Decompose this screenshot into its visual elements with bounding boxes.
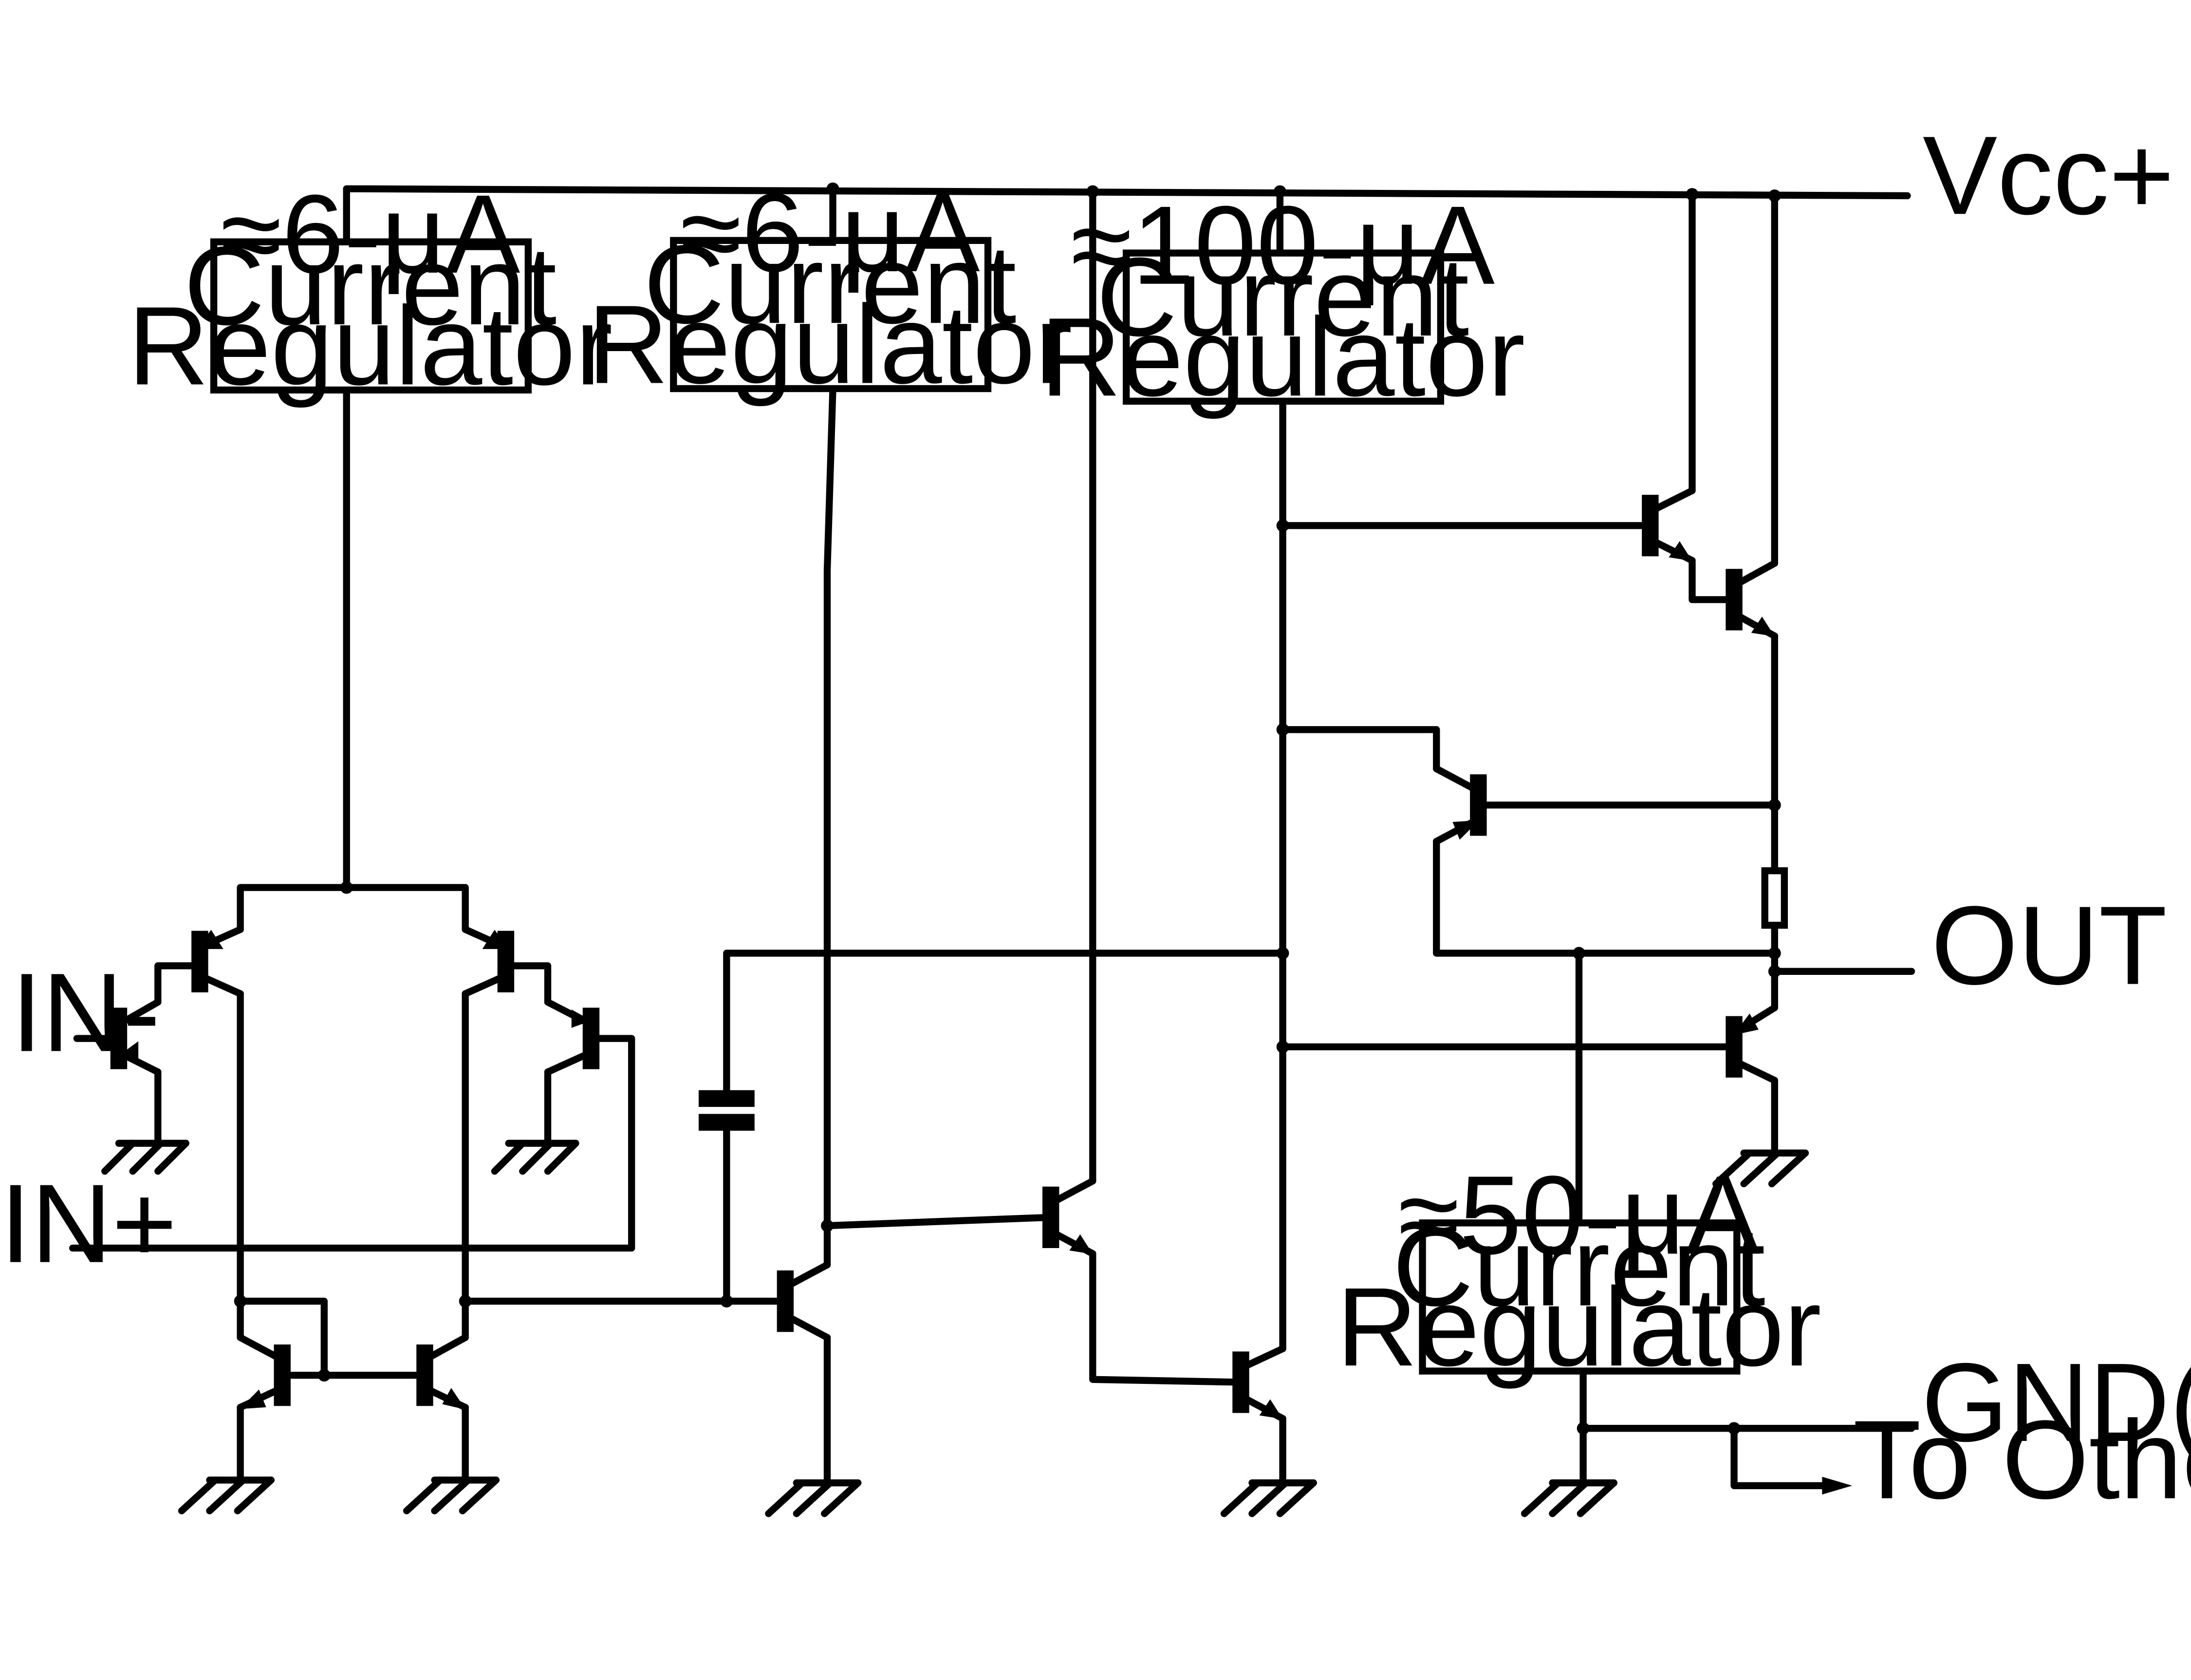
compensation-capacitor [698, 1090, 755, 1131]
svg-text:≈100-μA: ≈100-μA [1071, 183, 1495, 308]
arrow-right-icon [1822, 1476, 1853, 1495]
svg-text:Regulator: Regulator [1337, 1264, 1821, 1389]
svg-text:Regulator: Regulator [588, 282, 1072, 407]
out-label: OUT [1931, 883, 2167, 1008]
transistor-current-limit [1433, 765, 1487, 845]
gnd-label: GND(or Vcc-) [1921, 1340, 2191, 1465]
svg-text:Current: Current [184, 223, 557, 348]
ground-icon [178, 1476, 275, 1514]
regulator-6ua-left: ≈6-μA Current Regulator [128, 171, 613, 409]
transistor-second-stage [777, 1261, 831, 1341]
regulator-100ua: ≈100-μA Current Regulator [1040, 183, 1525, 420]
ground-icon [765, 1479, 862, 1517]
ground-icon [1220, 1479, 1317, 1517]
ground-icon [101, 1139, 189, 1175]
transistor-output-lower [1726, 1004, 1778, 1084]
transistor-diff-right [462, 926, 515, 997]
svg-text:Current: Current [644, 222, 1017, 347]
ground-icon [491, 1139, 579, 1175]
transistor-darlington-upper [1642, 487, 1696, 564]
svg-text:Current: Current [1096, 234, 1469, 359]
in-plus-label: IN+ [0, 1161, 177, 1286]
svg-text:Regulator: Regulator [128, 283, 613, 408]
transistor-in-plus [544, 998, 600, 1076]
junction-dots [234, 182, 1781, 1435]
resistor [1761, 867, 1788, 929]
transistor-driver [1042, 1177, 1096, 1257]
svg-text:Regulator: Regulator [1040, 294, 1525, 419]
transistor-diff-left [191, 926, 244, 997]
transistor-mirror-right [416, 1334, 469, 1411]
ground-icon [403, 1476, 500, 1514]
transistor-mirror-left [237, 1334, 291, 1411]
in-minus-label: IN- [11, 950, 160, 1075]
ground-symbols [101, 1139, 1809, 1517]
ground-icon [1521, 1479, 1617, 1517]
regulator-6ua-middle: ≈6-μA Current Regulator [588, 170, 1072, 407]
ground-icon [1712, 1149, 1809, 1188]
transistor-darlington-lower [1726, 560, 1778, 640]
wires [69, 188, 1915, 1490]
transistor-gain-stage [1232, 1345, 1286, 1422]
svg-text:≈6-μA: ≈6-μA [221, 171, 520, 297]
to-other-amplifiers-label: To Other Amplifiers [1853, 1397, 2191, 1522]
transistor-in-minus [110, 998, 162, 1076]
vcc-label: Vcc+ [1923, 112, 2174, 238]
